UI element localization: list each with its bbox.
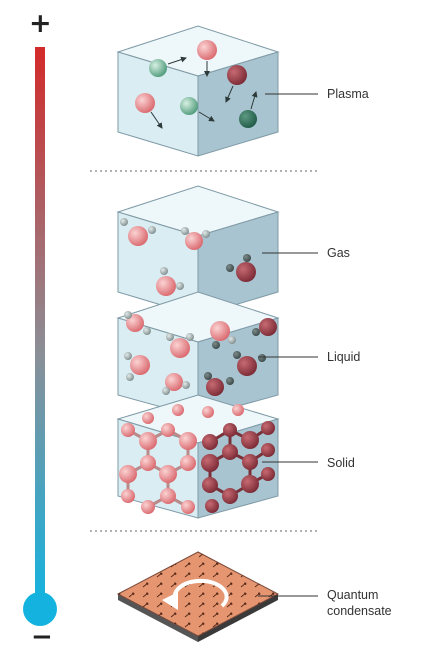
solid-cube [116,394,280,519]
condensate-label-line2: condensate [327,604,392,618]
gas-molecule [226,254,256,282]
liquid-molecules [124,311,277,396]
liquid-label: Liquid [327,350,361,364]
motion-arrow [250,91,258,110]
lattice-atoms [119,404,275,514]
hot-sign: + [29,8,52,39]
gas-cube [116,185,280,317]
gas-molecule [120,218,156,246]
ion-atom [239,110,257,128]
rotation-arrow-icon [172,578,229,608]
thermometer-bulb [23,592,57,626]
gas-molecule [181,227,210,250]
rotation-arrowhead-icon [162,592,178,610]
thermometer-bar [35,47,45,602]
solid-label: Solid [327,456,355,470]
gas-label: Gas [327,246,350,260]
motion-arrow [225,85,234,103]
ion-atom [135,93,155,113]
plasma-cube [116,25,280,157]
motion-arrow [150,111,163,129]
condensate-plate [116,551,280,642]
plasma-label: Plasma [327,87,369,101]
ion-atom [227,65,247,85]
ion-atom [197,40,217,60]
liquid-cube [116,291,280,418]
motion-arrow [167,56,187,65]
ion-atom [149,59,167,77]
motion-arrow [198,111,215,122]
ion-atom [180,97,198,115]
condensate-label-line1: Quantum [327,588,379,602]
cold-sign: − [31,622,53,652]
temperature-scale [23,47,57,626]
gas-molecule [156,267,184,296]
